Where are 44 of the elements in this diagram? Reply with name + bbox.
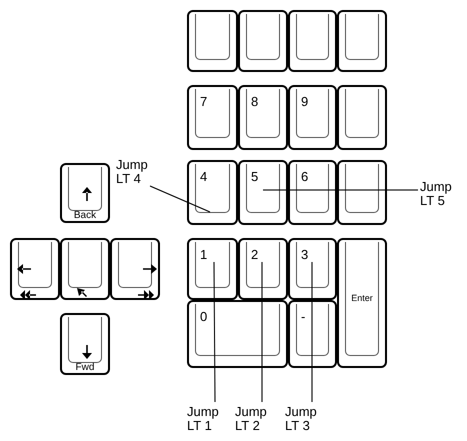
key (187, 85, 238, 150)
key-legend: 9 (301, 95, 308, 108)
key-legend: 0 (200, 310, 208, 323)
key-legend: Back (74, 209, 96, 222)
key-legend: 8 (251, 95, 258, 108)
key (288, 160, 337, 225)
key-legend: Fwd (76, 361, 94, 374)
key (187, 10, 238, 72)
key-legend: - (301, 310, 306, 323)
key (288, 85, 337, 150)
key (187, 238, 238, 300)
key-legend: 7 (200, 95, 208, 108)
key (10, 238, 60, 300)
key (288, 300, 337, 368)
key-legend: 2 (251, 248, 258, 261)
key (187, 300, 288, 368)
key (288, 238, 337, 300)
key (238, 238, 288, 300)
key (238, 160, 288, 225)
key-legend: 3 (301, 248, 308, 261)
callout-text: Jump LT 4 (116, 158, 152, 186)
callout-text: Jump LT 1 (187, 405, 223, 433)
key (60, 163, 110, 223)
key (337, 85, 387, 150)
key (60, 238, 110, 300)
callout-text: Jump LT 2 (235, 405, 271, 433)
leader-line (214, 262, 216, 402)
leader-line (150, 186, 210, 212)
key (337, 160, 387, 225)
key (238, 10, 288, 72)
key (337, 238, 387, 368)
key (288, 10, 337, 72)
key (337, 10, 387, 72)
key (238, 85, 288, 150)
callout-text: Jump LT 3 (285, 405, 321, 433)
key-legend: 1 (200, 248, 208, 261)
key-legend: Enter (351, 292, 373, 305)
key-legend: 6 (301, 170, 308, 183)
callout-text: Jump LT 5 (420, 180, 456, 208)
key-legend: 4 (200, 170, 208, 183)
key-legend: 5 (251, 170, 258, 183)
key (110, 238, 160, 300)
key (60, 313, 110, 375)
key (187, 160, 238, 225)
